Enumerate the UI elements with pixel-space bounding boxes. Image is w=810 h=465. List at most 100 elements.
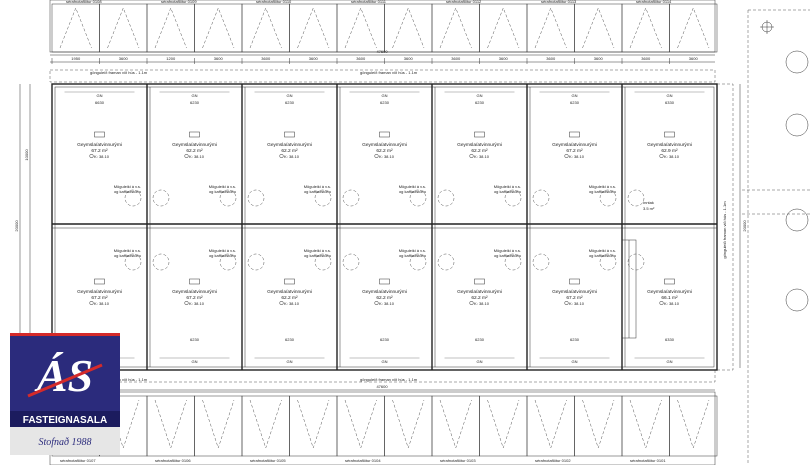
unit-type: Geymsla/atvinnurými (552, 142, 597, 148)
dim-segment: 3600 (309, 56, 319, 61)
walkway-side-label: gönguleið framan við hús - 1.1m (722, 201, 727, 259)
unit-area: 67.2 m² (566, 295, 583, 301)
parking-bay (574, 3, 623, 53)
parking-bay (669, 395, 718, 457)
wc-label-2: og kaffiaðstöðu (209, 189, 236, 194)
gn-label: GN (572, 93, 578, 98)
level-marker-icon (279, 300, 284, 306)
parking-bay (621, 3, 670, 53)
wc-fixture (247, 189, 265, 207)
parking-bay (384, 3, 433, 53)
parking-label: sérafnotaflötur 0114 (636, 0, 672, 4)
wc-fixture (627, 253, 645, 271)
parking-bay (146, 395, 195, 457)
level-marker-icon (469, 300, 474, 306)
unit-dim: 6230 (285, 100, 295, 105)
wc-label-2: og kaffiaðstöðu (399, 253, 426, 258)
parking-bay-mark (249, 399, 282, 449)
dim-segment: 3600 (689, 56, 699, 61)
level-marker-icon (374, 153, 379, 159)
unit-level: K: 38.10 (569, 301, 585, 306)
unit-level: K: 38.10 (664, 154, 680, 159)
unit-type: Geymsla/atvinnurými (457, 289, 502, 295)
unit-dim: 6330 (665, 100, 675, 105)
gn-label: GN (192, 93, 198, 98)
wc-label-2: og kaffiaðstöðu (304, 189, 331, 194)
unit-number-box (189, 278, 200, 285)
wc-areas: Möguleiki á v.s.og kaffiaðstöðuMöguleiki… (114, 184, 645, 271)
as-fasteignasala-logo: ÁS FASTEIGNASALA Stofnað 1988 (10, 333, 120, 455)
gn-label: GN (382, 93, 388, 98)
unit-level: K: 38.10 (379, 154, 395, 159)
level-marker-icon (374, 300, 379, 306)
unit-level: K: 38.10 (569, 154, 585, 159)
parking-bay-mark (629, 399, 662, 449)
parking-label: sérafnotaflötur 0112 (446, 0, 482, 4)
wc-label-1: Möguleiki á v.s. (304, 248, 331, 253)
wc-fixture (152, 189, 170, 207)
wc-fixture (219, 253, 237, 271)
dim-segment: 3600 (499, 56, 509, 61)
unit-number-box (379, 131, 390, 138)
dim-segment: 3600 (451, 56, 461, 61)
unit-dim: 6230 (380, 337, 390, 342)
logo-name-band (10, 411, 120, 427)
wc-fixture (342, 189, 360, 207)
unit-number-box (569, 278, 580, 285)
parking-bay-mark (202, 7, 235, 49)
parking-bay-mark (59, 7, 92, 49)
parking-bay-mark (677, 399, 710, 449)
unit-area: 67.2 m² (566, 148, 583, 154)
wc-label-2: og kaffiaðstöðu (114, 189, 141, 194)
unit-type: Geymsla/atvinnurými (647, 289, 692, 295)
wc-fixture (599, 253, 617, 271)
wc-label-1: Möguleiki á v.s. (399, 248, 426, 253)
parking-bay-mark (154, 399, 187, 449)
unit-area: 66.1 m² (661, 295, 678, 301)
parking-bay (146, 3, 195, 53)
parking-bay-mark (582, 399, 615, 449)
parking-label: sérafnotaflötur 0102 (535, 458, 571, 463)
wc-fixture (627, 189, 645, 207)
wc-fixture (437, 253, 455, 271)
logo-founded: Stofnað 1988 (38, 437, 91, 448)
dim-top-total: 47600 (376, 49, 388, 54)
parking-label: sérafnotaflötur 0111 (351, 0, 387, 4)
wc-fixture (599, 189, 617, 207)
unit-area: 62.2 m² (281, 295, 298, 301)
gn-label: GN (667, 93, 673, 98)
unit-dim: 6630 (95, 100, 105, 105)
parking-bay (241, 395, 290, 457)
wc-fixture (124, 189, 142, 207)
parking-bay (479, 395, 528, 457)
parking-bay-mark (107, 7, 140, 49)
wc-label-2: og kaffiaðstöðu (209, 253, 236, 258)
unit-level: K: 38.10 (284, 154, 300, 159)
logo-swoosh (27, 363, 103, 398)
wc-fixture (219, 189, 237, 207)
level-marker-icon (89, 300, 94, 306)
parking-label: sérafnotaflötur 0101 (630, 458, 666, 463)
unit-area: 62.2 m² (471, 295, 488, 301)
parking-label: sérafnotaflötur 0108 (66, 0, 102, 4)
plan-static (19, 0, 810, 465)
gn-label: GN (382, 359, 388, 364)
wc-label-2: og kaffiaðstöðu (114, 253, 141, 258)
parking-bay-mark (154, 7, 187, 49)
level-marker-icon (279, 153, 284, 159)
dim-segment: 3600 (641, 56, 651, 61)
parking-bay-mark (344, 7, 377, 49)
unit-level: K: 38.10 (664, 301, 680, 306)
unit-dim: 6230 (475, 337, 485, 342)
parking-bay (431, 3, 480, 53)
parking-bay (289, 3, 338, 53)
parking-bay (194, 395, 243, 457)
unit-dim: 6230 (570, 100, 580, 105)
level-marker-icon (659, 300, 664, 306)
wc-fixture (124, 253, 142, 271)
parking-bay-mark (534, 7, 567, 49)
